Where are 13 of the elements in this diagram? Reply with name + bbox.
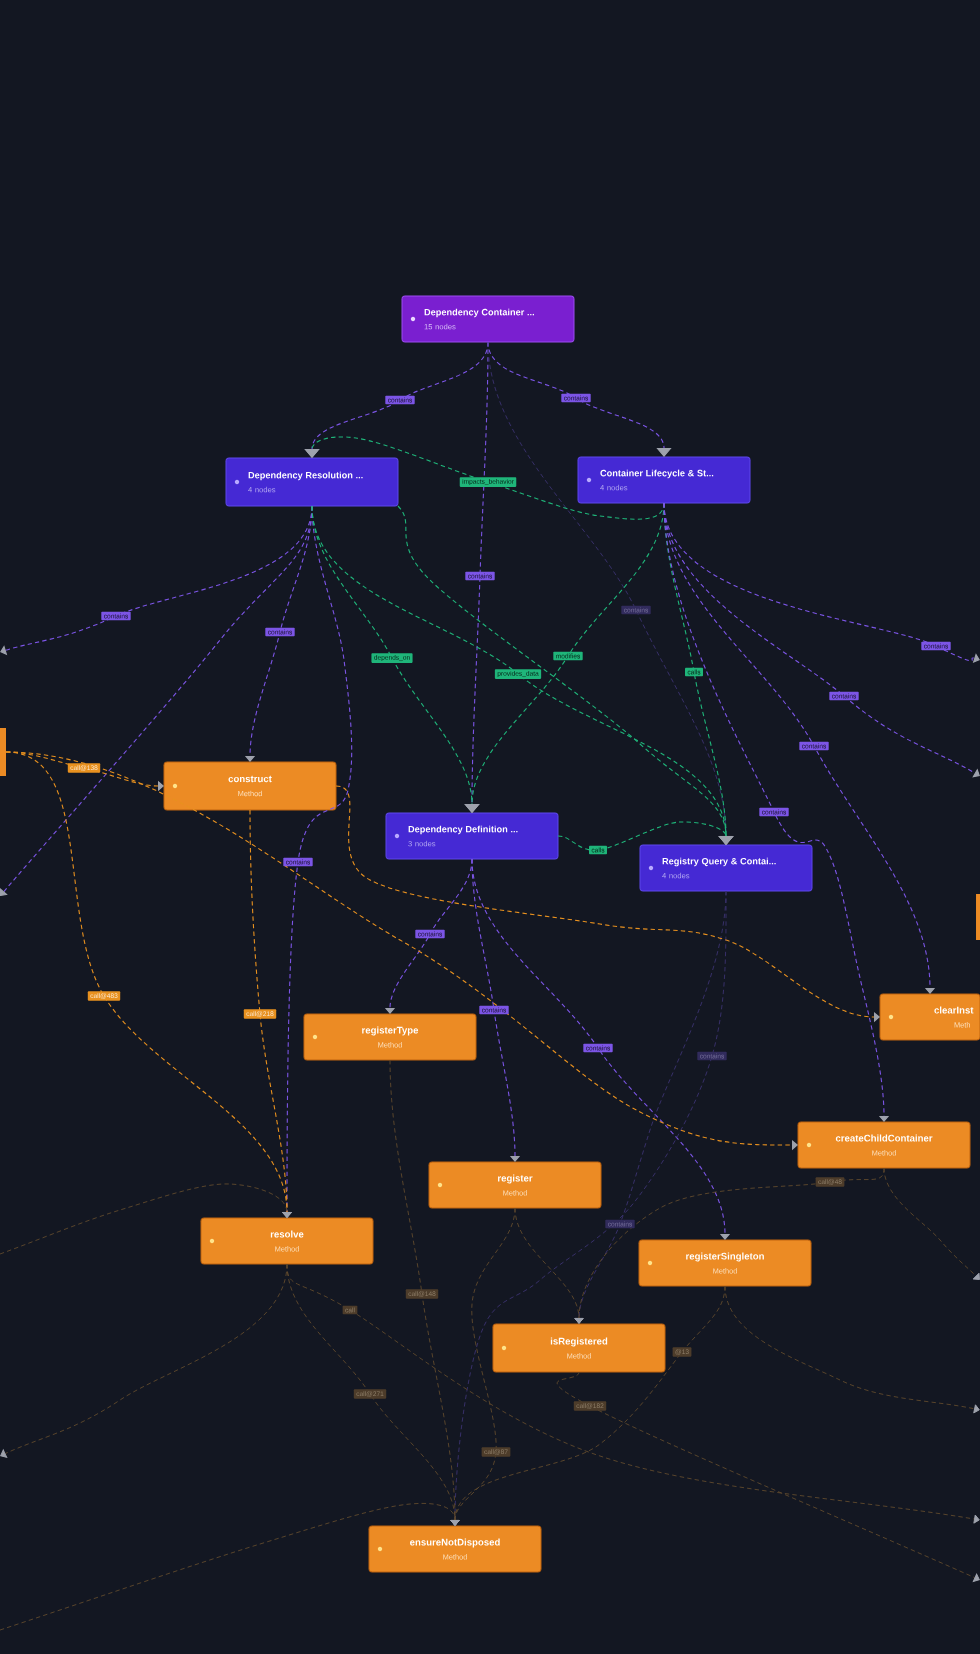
arrow	[249, 809, 293, 1218]
arrow	[0, 1502, 460, 1631]
arrow	[557, 821, 734, 851]
arrow	[724, 1285, 980, 1414]
arrow	[663, 502, 890, 1122]
arrow	[0, 1183, 292, 1255]
arrow	[557, 1371, 980, 1582]
arrow	[514, 1207, 584, 1324]
arrow	[0, 1263, 288, 1458]
arrow	[883, 1167, 980, 1280]
arrow	[471, 858, 731, 1240]
box	[0, 728, 6, 776]
arrow	[0, 505, 313, 896]
